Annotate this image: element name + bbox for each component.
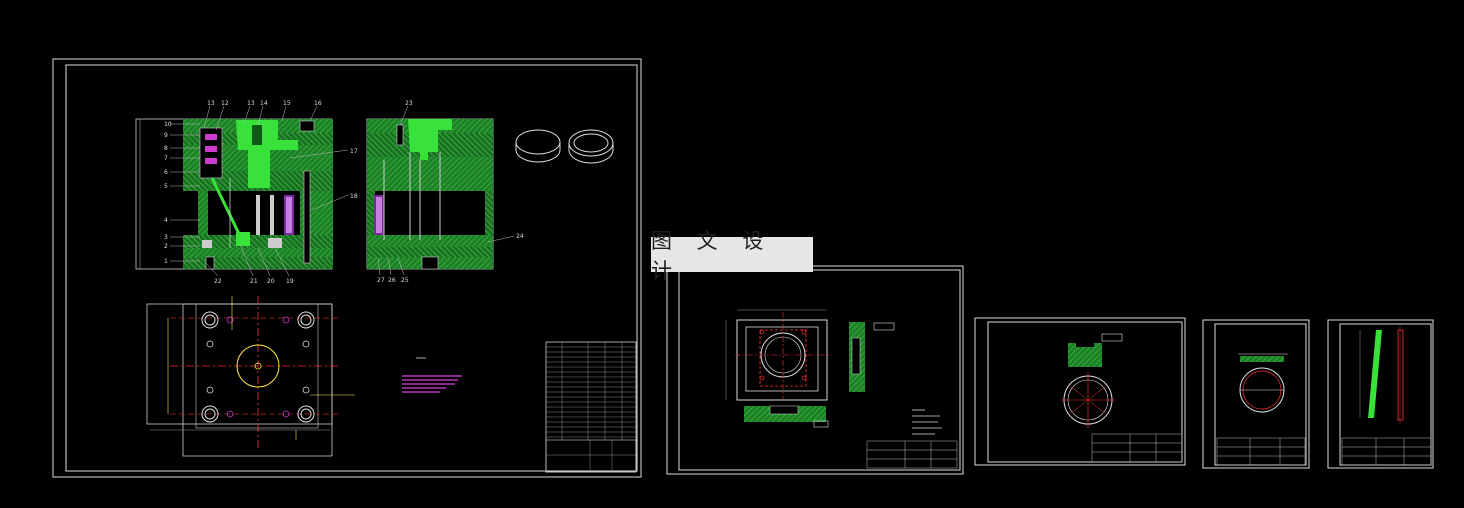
label-5: 5 — [164, 183, 168, 190]
label-18: 18 — [350, 193, 358, 200]
label-10: 10 — [164, 121, 172, 128]
ring-title-block — [1216, 437, 1306, 466]
sheet-inner-border — [678, 269, 961, 471]
bom-title-block — [545, 341, 637, 473]
technical-notes — [402, 357, 462, 393]
label-14: 14 — [260, 100, 268, 107]
disc-section — [1068, 333, 1123, 367]
side-view-leader-lines — [377, 105, 515, 276]
label-13a: 13 — [207, 100, 215, 107]
pin-views — [1359, 326, 1404, 424]
label-16: 16 — [314, 100, 322, 107]
label-2: 2 — [164, 243, 168, 250]
label-22: 22 — [214, 278, 222, 285]
sheet-inner-border — [987, 321, 1183, 463]
label-12: 12 — [221, 100, 229, 107]
label-3: 3 — [164, 234, 168, 241]
label-9: 9 — [164, 132, 168, 139]
label-8: 8 — [164, 145, 168, 152]
cavity-plate-notes — [912, 409, 942, 435]
sheet-part-disc[interactable] — [974, 317, 1186, 466]
sheet-part-ring[interactable] — [1202, 319, 1310, 469]
label-4: 4 — [164, 217, 168, 224]
label-19: 19 — [286, 278, 294, 285]
label-25: 25 — [401, 277, 409, 284]
sheet-part-pin[interactable] — [1327, 319, 1434, 469]
label-13b: 13 — [247, 100, 255, 107]
assembly-plan-view — [146, 296, 355, 457]
pin-title-block — [1341, 437, 1432, 466]
isometric-part-views — [515, 129, 614, 164]
cavity-plate-top-view — [725, 309, 832, 401]
label-27: 27 — [377, 277, 385, 284]
sheet-outer-border — [974, 317, 1186, 466]
sheet-inner-border — [65, 64, 638, 472]
label-23: 23 — [405, 100, 413, 107]
label-1: 1 — [164, 258, 168, 265]
sheet-outer-border — [52, 58, 642, 478]
assembly-leader-lines — [139, 105, 349, 277]
watermark-text: 图 文 设 计 — [651, 228, 773, 283]
assembly-section-view — [135, 118, 333, 270]
label-15: 15 — [283, 100, 291, 107]
label-6: 6 — [164, 169, 168, 176]
ring-section — [1238, 353, 1288, 362]
label-20: 20 — [267, 278, 275, 285]
label-24: 24 — [516, 233, 524, 240]
sheet-assembly[interactable]: 13 12 13 14 15 16 10 9 8 7 6 5 4 3 2 1 2… — [52, 58, 642, 478]
watermark-label: 图 文 设 计 — [651, 229, 813, 283]
disc-title-block — [1091, 433, 1183, 463]
sheet-inner-border — [1214, 323, 1307, 466]
disc-plan — [1060, 372, 1116, 428]
assembly-side-view — [366, 118, 494, 270]
sheet-outer-border — [1327, 319, 1434, 469]
label-21: 21 — [250, 278, 258, 285]
label-7: 7 — [164, 155, 168, 162]
sheet-inner-border — [1339, 323, 1432, 466]
sheet-outer-border — [1202, 319, 1310, 469]
cavity-plate-title-block — [866, 440, 958, 469]
side-view-labels: 23 27 26 25 24 — [377, 100, 524, 284]
label-26: 26 — [388, 277, 396, 284]
ring-plan — [1239, 367, 1285, 413]
sheet-outer-border — [666, 265, 964, 475]
label-17: 17 — [350, 148, 358, 155]
cavity-plate-section — [744, 322, 895, 428]
sheet-part-cavity-plate[interactable] — [666, 265, 964, 475]
assembly-part-labels: 13 12 13 14 15 16 10 9 8 7 6 5 4 3 2 1 2… — [164, 100, 358, 285]
